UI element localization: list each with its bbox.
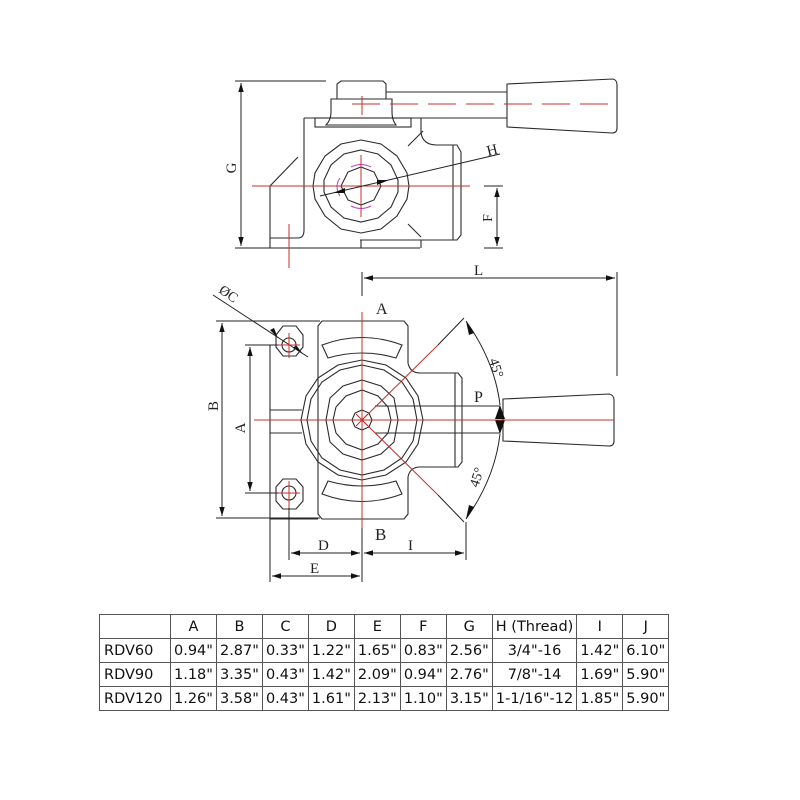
table-cell: 0.43": [261, 686, 309, 711]
table-header-cell: D: [307, 614, 355, 639]
dim-label-g: G: [224, 162, 240, 173]
angle-label-lower: 45°: [468, 466, 488, 489]
dim-label-i: I: [408, 538, 413, 554]
plan-view: L ØC B A: [206, 263, 618, 582]
valve-technical-drawing: G: [206, 78, 618, 582]
table-header-cell: B: [215, 614, 263, 639]
table-header-cell: G: [445, 614, 493, 639]
table-cell: 3.15": [445, 686, 493, 711]
table-cell: 1.18": [170, 662, 217, 687]
table-cell: 3/4"-16: [491, 638, 578, 663]
table-cell: 1.42": [307, 662, 355, 687]
model-cell: RDV90: [99, 662, 171, 687]
table-cell: 1.10": [399, 686, 447, 711]
table-header-cell: F: [399, 614, 447, 639]
port-label-p: P: [474, 389, 483, 406]
dim-label-e: E: [310, 561, 319, 577]
table-cell: 3.35": [215, 662, 263, 687]
table-header-cell: E: [353, 614, 401, 639]
dim-label-f: F: [481, 214, 496, 222]
table-row: RDV120 1.26" 3.58" 0.43" 1.61" 2.13" 1.1…: [99, 686, 670, 711]
dim-label-b-side: B: [206, 401, 222, 411]
dim-label-d: D: [318, 538, 329, 554]
table-cell: 1.26": [170, 686, 217, 711]
table-cell: 0.94": [399, 662, 447, 687]
table-cell: 1-1/16"-12: [491, 686, 578, 711]
dim-label-l: L: [474, 263, 483, 279]
table-header-cell: I: [576, 614, 624, 639]
port-label-b: B: [375, 525, 386, 544]
table-row: RDV60 0.94" 2.87" 0.33" 1.22" 1.65" 0.83…: [99, 638, 670, 663]
table-header-cell: C: [261, 614, 309, 639]
port-label-a: A: [376, 301, 388, 318]
table-cell: 7/8"-14: [491, 662, 578, 687]
table-cell: 2.13": [353, 686, 401, 711]
table-row: RDV90 1.18" 3.35" 0.43" 1.42" 2.09" 0.94…: [99, 662, 670, 687]
table-cell: 2.87": [215, 638, 263, 663]
model-cell: RDV120: [99, 686, 171, 711]
table-header-cell: [99, 614, 171, 639]
model-cell: RDV60: [99, 638, 171, 663]
dim-label-c: ØC: [216, 283, 241, 306]
table-header-cell: A: [170, 614, 217, 639]
table-cell: 5.90": [622, 686, 670, 711]
table-cell: 1.22": [307, 638, 355, 663]
table-cell: 2.56": [445, 638, 493, 663]
table-header-cell: H (Thread): [491, 614, 578, 639]
table-cell: 1.42": [576, 638, 624, 663]
table-cell: 1.65": [353, 638, 401, 663]
table-header-cell: J: [622, 614, 670, 639]
table-cell: 0.83": [399, 638, 447, 663]
angle-label-upper: 45°: [485, 357, 505, 380]
dim-label-a-side: A: [233, 422, 249, 433]
dim-label-h: H: [485, 142, 500, 160]
table-cell: 1.61": [307, 686, 355, 711]
table-cell: 0.94": [170, 638, 217, 663]
table-cell: 3.58": [215, 686, 263, 711]
table-cell: 1.69": [576, 662, 624, 687]
table-cell: 2.76": [445, 662, 493, 687]
table-cell: 0.43": [261, 662, 309, 687]
table-cell: 2.09": [353, 662, 401, 687]
dimensions-table: A B C D E F G H (Thread) I J RDV60 0.94"…: [99, 614, 670, 711]
table-header-row: A B C D E F G H (Thread) I J: [99, 614, 670, 639]
side-elevation-view: G: [224, 78, 618, 268]
table-cell: 6.10": [622, 638, 670, 663]
table-cell: 1.85": [576, 686, 624, 711]
table-cell: 0.33": [261, 638, 309, 663]
table-cell: 5.90": [622, 662, 670, 687]
